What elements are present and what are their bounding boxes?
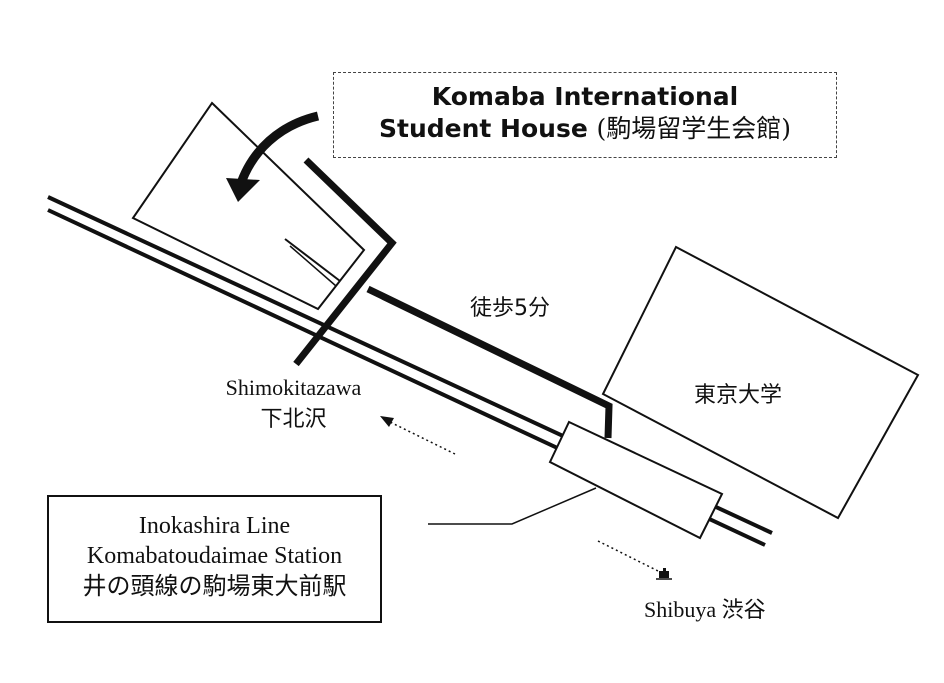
title-name-en: Student House <box>378 114 588 143</box>
university-building <box>601 245 920 520</box>
shibuya-ja: 渋谷 <box>721 598 766 623</box>
title-name-ja: (駒場留学生会館) <box>596 114 792 143</box>
shibuya-label: Shibuya 渋谷 <box>644 592 766 624</box>
university-label: 東京大学 <box>694 383 783 408</box>
student-house-building <box>131 101 366 311</box>
station-building <box>548 420 724 540</box>
shibuya-en: Shibuya <box>644 597 717 622</box>
station-name: Komabatoudaimae Station <box>86 543 343 569</box>
station-line-name: Inokashira Line <box>138 513 291 539</box>
station-box: Inokashira Line Komabatoudaimae Station … <box>47 495 382 623</box>
building-inner-line-2 <box>289 245 337 287</box>
station-name-ja: 井の頭線の駒場東大前駅 <box>82 572 347 600</box>
shimokitazawa-ja: 下北沢 <box>260 407 327 432</box>
walking-route-main <box>366 285 613 439</box>
dotted-line-shibuya <box>597 540 661 573</box>
building-inner-line <box>284 238 341 282</box>
shimokitazawa-en: Shimokitazawa <box>225 375 362 400</box>
title-line-1: Komaba International <box>431 82 739 111</box>
walk-time-label: 徒歩5分 <box>470 296 550 321</box>
curved-arrow-icon <box>235 111 320 188</box>
shimokitazawa-label: Shimokitazawa 下北沢 <box>206 372 381 436</box>
station-pointer-line <box>428 487 597 525</box>
dotted-arrow-icon <box>387 420 456 455</box>
dotted-arrow-head <box>380 416 394 427</box>
curved-arrow-head <box>226 178 260 202</box>
walking-route <box>293 157 397 367</box>
title-box: Komaba International Student House (駒場留学… <box>333 72 837 158</box>
train-icon <box>656 568 672 580</box>
title-line-2: Student House (駒場留学生会館) <box>334 113 836 145</box>
